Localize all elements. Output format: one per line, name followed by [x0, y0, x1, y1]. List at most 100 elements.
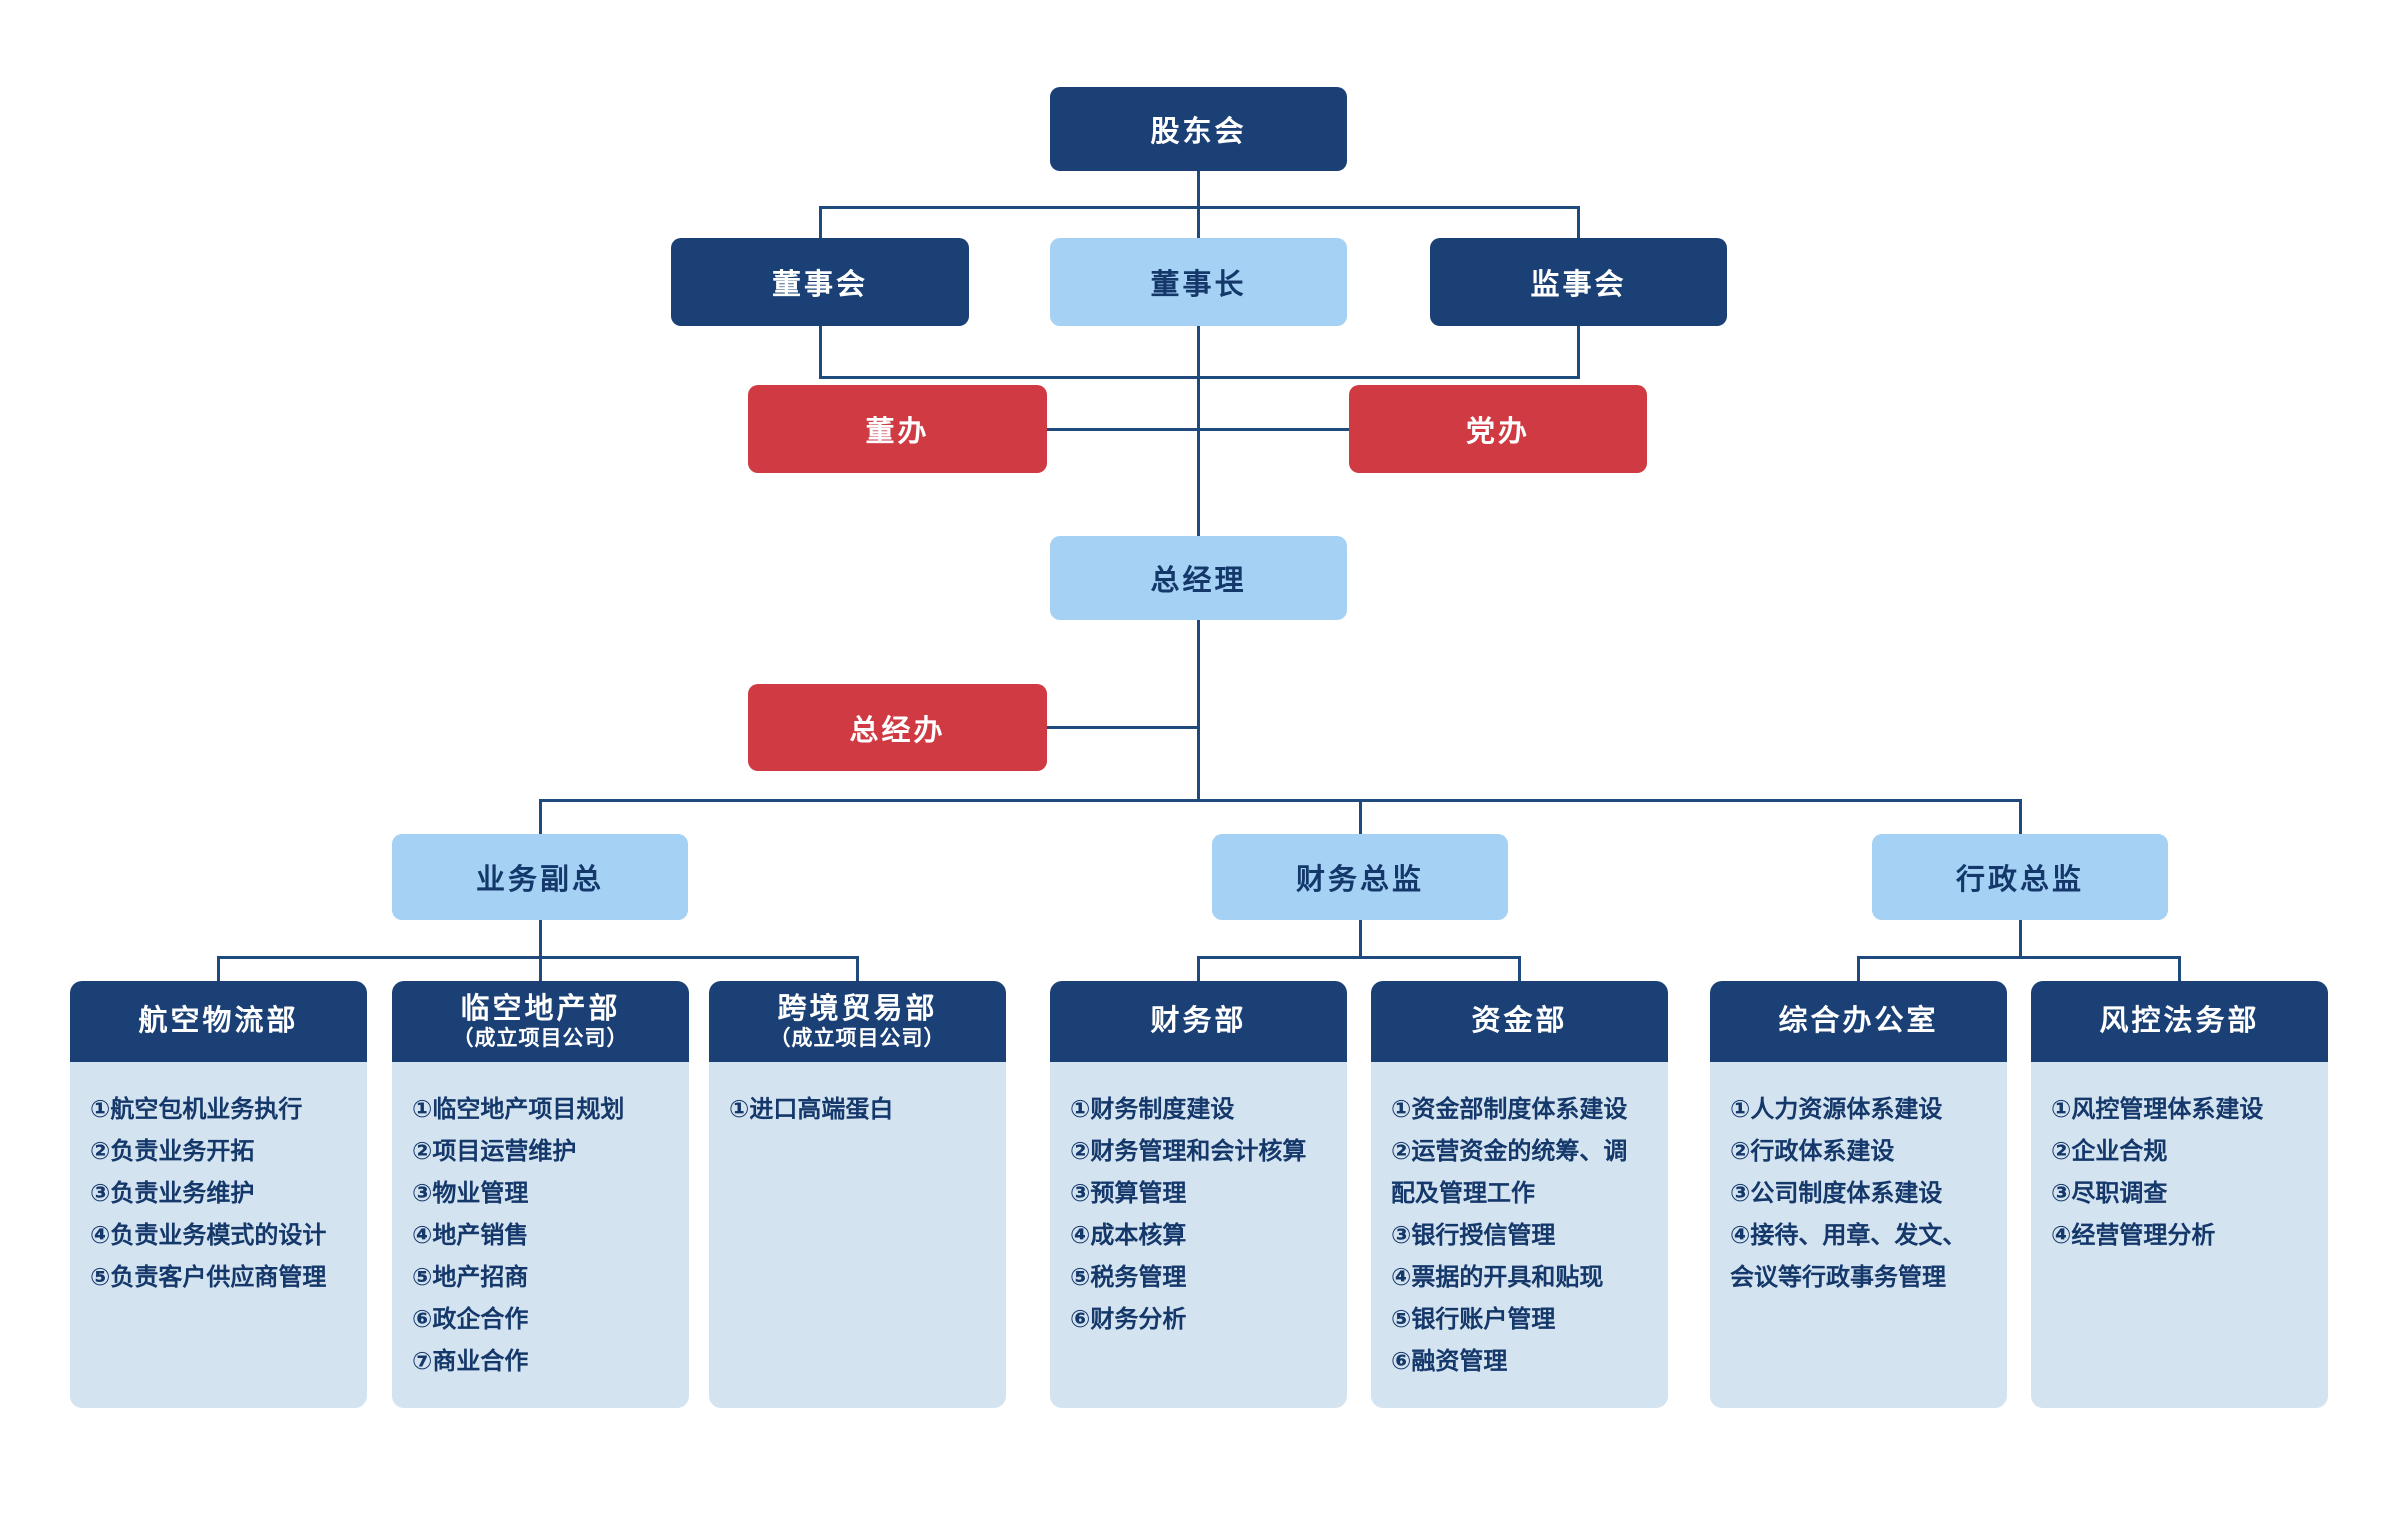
- dept-duty-item: ②运营资金的统筹、调配及管理工作: [1391, 1138, 1628, 1207]
- dept-title: 临空地产部: [460, 992, 621, 1025]
- dept-duty-item: ③预算管理: [1070, 1180, 1187, 1207]
- connector-line: [1045, 725, 1200, 729]
- dept-duty-item: ⑤税务管理: [1070, 1264, 1187, 1291]
- connector-line: [1517, 957, 1521, 981]
- dept-duty-item: ①临空地产项目规划: [412, 1096, 625, 1123]
- dept-duty-item: ②企业合规: [2051, 1138, 2168, 1165]
- dept-duty-item: ②项目运营维护: [412, 1138, 577, 1165]
- dept-duty-list: ①风控管理体系建设 ②企业合规 ③尽职调查 ④经营管理分析: [2031, 1062, 2328, 1408]
- dept-duty-item: ⑦商业合作: [412, 1348, 529, 1375]
- node-general-manager: 总经理: [1050, 536, 1347, 620]
- dept-card-aviation-logistics: 航空物流部 ①航空包机业务执行 ②负责业务开拓 ③负责业务维护 ④负责业务模式的设计 ⑤…: [70, 981, 367, 1408]
- dept-duty-item: ①航空包机业务执行: [90, 1096, 303, 1123]
- connector-line: [1196, 955, 1521, 959]
- dept-duty-item: ③银行授信管理: [1391, 1222, 1556, 1249]
- dept-duty-item: ⑤地产招商: [412, 1264, 529, 1291]
- dept-duty-item: ②负责业务开拓: [90, 1138, 255, 1165]
- connector-line: [538, 920, 542, 957]
- dept-title: 风控法务部: [2099, 1005, 2260, 1037]
- connector-line: [216, 957, 220, 981]
- connector-line: [2018, 800, 2022, 834]
- dept-duty-item: ①资金部制度体系建设: [1391, 1096, 1628, 1123]
- dept-header: 航空物流部: [70, 981, 367, 1062]
- dept-duty-item: ④负责业务模式的设计: [90, 1222, 327, 1249]
- node-supervisory-board: 监事会: [1430, 238, 1727, 326]
- node-admin-director: 行政总监: [1872, 834, 2168, 920]
- node-board-of-directors: 董事会: [671, 238, 969, 326]
- connector-line: [1576, 326, 1580, 377]
- dept-card-cross-border-trade: 跨境贸易部 （成立项目公司） ①进口高端蛋白: [709, 981, 1006, 1408]
- connector-line: [1196, 957, 1200, 981]
- dept-header: 风控法务部: [2031, 981, 2328, 1062]
- dept-card-airport-real-estate: 临空地产部 （成立项目公司） ①临空地产项目规划 ②项目运营维护 ③物业管理 ④地产销…: [392, 981, 689, 1408]
- dept-duty-item: ④成本核算: [1070, 1222, 1187, 1249]
- dept-duty-item: ③负责业务维护: [90, 1180, 255, 1207]
- dept-title: 跨境贸易部: [777, 992, 938, 1025]
- connector-line: [538, 798, 2022, 802]
- dept-header: 综合办公室: [1710, 981, 2007, 1062]
- dept-title: 财务部: [1150, 1005, 1247, 1037]
- connector-line: [1358, 800, 1362, 834]
- dept-duty-item: ⑤负责客户供应商管理: [90, 1264, 327, 1291]
- connector-line: [216, 955, 859, 959]
- dept-duty-item: ②行政体系建设: [1730, 1138, 1895, 1165]
- dept-subtitle: （成立项目公司）: [452, 1026, 629, 1050]
- dept-duty-item: ⑥政企合作: [412, 1306, 529, 1333]
- node-board-office: 董办: [748, 385, 1047, 473]
- connector-line: [818, 207, 822, 238]
- connector-line: [1856, 955, 2181, 959]
- dept-duty-list: ①财务制度建设 ②财务管理和会计核算 ③预算管理 ④成本核算 ⑤税务管理 ⑥财务分析: [1050, 1062, 1347, 1408]
- dept-duty-item: ①风控管理体系建设: [2051, 1096, 2264, 1123]
- dept-title: 航空物流部: [138, 1005, 299, 1037]
- dept-duty-item: ③公司制度体系建设: [1730, 1180, 1943, 1207]
- dept-header: 临空地产部 （成立项目公司）: [392, 981, 689, 1062]
- dept-duty-item: ①财务制度建设: [1070, 1096, 1235, 1123]
- dept-duty-item: ②财务管理和会计核算: [1070, 1138, 1307, 1165]
- node-party-office: 党办: [1349, 385, 1647, 473]
- node-vp-business: 业务副总: [392, 834, 688, 920]
- node-shareholders-meeting: 股东会: [1050, 87, 1347, 171]
- connector-line: [818, 326, 822, 377]
- connector-line: [1045, 427, 1351, 431]
- connector-line: [1856, 957, 1860, 981]
- dept-duty-item: ④地产销售: [412, 1222, 529, 1249]
- dept-header: 财务部: [1050, 981, 1347, 1062]
- connector-line: [1358, 920, 1362, 957]
- connector-line: [2018, 920, 2022, 957]
- dept-card-treasury: 资金部 ①资金部制度体系建设 ②运营资金的统筹、调配及管理工作 ③银行授信管理 ④票据…: [1371, 981, 1668, 1408]
- node-gm-office: 总经办: [748, 684, 1047, 771]
- connector-line: [538, 957, 542, 981]
- connector-line: [1196, 326, 1200, 536]
- dept-title: 综合办公室: [1778, 1005, 1939, 1037]
- node-chairman: 董事长: [1050, 238, 1347, 326]
- dept-duty-item: ⑤银行账户管理: [1391, 1306, 1556, 1333]
- dept-duty-list: ①资金部制度体系建设 ②运营资金的统筹、调配及管理工作 ③银行授信管理 ④票据的开具和…: [1371, 1062, 1668, 1408]
- dept-duty-item: ⑥财务分析: [1070, 1306, 1187, 1333]
- dept-title: 资金部: [1471, 1005, 1568, 1037]
- dept-subtitle: （成立项目公司）: [769, 1026, 946, 1050]
- dept-card-risk-control-legal: 风控法务部 ①风控管理体系建设 ②企业合规 ③尽职调查 ④经营管理分析: [2031, 981, 2328, 1408]
- connector-line: [2177, 957, 2181, 981]
- dept-duty-list: ①航空包机业务执行 ②负责业务开拓 ③负责业务维护 ④负责业务模式的设计 ⑤负责客户供应…: [70, 1062, 367, 1408]
- dept-header: 跨境贸易部 （成立项目公司）: [709, 981, 1006, 1062]
- dept-header: 资金部: [1371, 981, 1668, 1062]
- dept-duty-item: ①进口高端蛋白: [729, 1096, 894, 1123]
- connector-line: [1576, 207, 1580, 238]
- dept-duty-item: ④票据的开具和贴现: [1391, 1264, 1604, 1291]
- connector-line: [1196, 171, 1200, 207]
- connector-line: [1196, 620, 1200, 800]
- connector-line: [855, 957, 859, 981]
- dept-duty-item: ③物业管理: [412, 1180, 529, 1207]
- dept-duty-item: ⑥融资管理: [1391, 1348, 1508, 1375]
- connector-line: [1196, 207, 1200, 238]
- dept-duty-list: ①临空地产项目规划 ②项目运营维护 ③物业管理 ④地产销售 ⑤地产招商 ⑥政企合作 ⑦商业合…: [392, 1062, 689, 1408]
- dept-duty-item: ④经营管理分析: [2051, 1222, 2216, 1249]
- connector-line: [538, 800, 542, 834]
- dept-duty-list: ①进口高端蛋白: [709, 1062, 1006, 1408]
- dept-duty-item: ③尽职调查: [2051, 1180, 2168, 1207]
- dept-duty-item: ①人力资源体系建设: [1730, 1096, 1943, 1123]
- node-finance-director: 财务总监: [1212, 834, 1508, 920]
